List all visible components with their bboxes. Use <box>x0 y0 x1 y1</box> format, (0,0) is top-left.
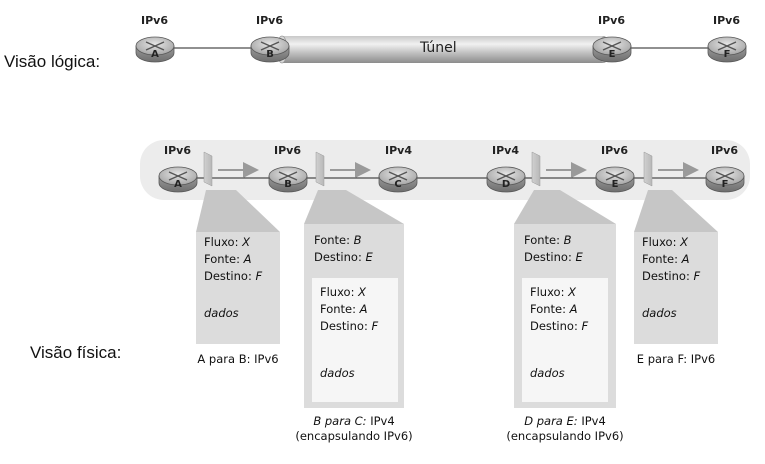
encapsulated-ipv6-datagram: Fluxo: X Fonte: A Destino: F dados <box>312 278 398 402</box>
caption-encapsulation: (encapsulando IPv6) <box>506 429 624 443</box>
router-protocol-label: IPv6 <box>711 144 738 157</box>
destination-key: Destino: <box>320 319 368 333</box>
source-key: Fonte: <box>642 252 678 266</box>
packet-marker-1 <box>203 151 259 187</box>
router-letter: F <box>724 49 731 60</box>
router-protocol-label: IPv6 <box>598 14 625 27</box>
source-value: A <box>359 302 368 316</box>
packet-box-d-to-e: Fonte: B Destino: E Fluxo: X Fonte: A De… <box>514 224 616 408</box>
router-protocol-label: IPv6 <box>713 14 740 27</box>
router-icon: D <box>486 166 526 193</box>
source-value: A <box>243 252 252 266</box>
flow-key: Fluxo: <box>320 285 355 299</box>
tunnel-label: Túnel <box>420 40 457 56</box>
encapsulated-ipv6-datagram: Fluxo: X Fonte: A Destino: F dados <box>522 278 608 402</box>
packet-box-b-to-c: Fonte: B Destino: E Fluxo: X Fonte: A De… <box>304 224 404 408</box>
caption-hop: B para C: <box>313 414 367 428</box>
source-value: A <box>681 252 690 266</box>
router-protocol-label: IPv6 <box>256 14 283 27</box>
packet-wedge-e-f <box>634 190 718 232</box>
router-protocol-label: IPv6 <box>274 144 301 157</box>
destination-value: F <box>255 269 263 283</box>
payload-label: dados <box>204 306 239 320</box>
packet-caption-e-to-f: E para F: IPv6 <box>636 352 716 366</box>
source-key: Fonte: <box>530 302 566 316</box>
source-value: A <box>569 302 578 316</box>
packet-caption-d-to-e: D para E: IPv4 (encapsulando IPv6) <box>485 414 645 444</box>
logical-view-label: Visão lógica: <box>4 52 101 71</box>
flow-value: X <box>568 285 577 299</box>
router-letter: D <box>502 179 510 190</box>
router-letter: B <box>266 49 274 60</box>
router-letter: A <box>151 49 159 60</box>
outer-destination-value: E <box>365 250 373 264</box>
flow-key: Fluxo: <box>642 235 677 249</box>
packet-wedge-d-e <box>514 190 616 224</box>
destination-value: F <box>581 319 589 333</box>
physical-view-label: Visão física: <box>30 343 122 362</box>
caption-protocol: IPv4 <box>370 414 395 428</box>
packet-marker-3 <box>531 151 587 187</box>
router-icon: E <box>592 36 632 63</box>
source-key: Fonte: <box>204 252 240 266</box>
outer-destination-value: E <box>575 250 583 264</box>
router-icon: E <box>595 166 635 193</box>
outer-source-value: B <box>563 233 572 247</box>
packet-wedge-a-b <box>196 190 280 232</box>
payload-label: dados <box>642 306 677 320</box>
packet-caption-b-to-c: B para C: IPv4 (encapsulando IPv6) <box>274 414 434 444</box>
packet-box-a-to-b: Fluxo: X Fonte: A Destino: F dados <box>196 232 280 344</box>
destination-key: Destino: <box>204 269 252 283</box>
router-icon: B <box>268 166 308 193</box>
router-protocol-label: IPv6 <box>601 144 628 157</box>
router-icon: F <box>705 166 745 193</box>
router-icon: B <box>250 36 290 63</box>
flow-value: X <box>242 235 251 249</box>
outer-source-value: B <box>353 233 362 247</box>
router-letter: E <box>612 179 619 190</box>
packet-box-e-to-f: Fluxo: X Fonte: A Destino: F dados <box>634 232 718 344</box>
caption-hop: D para E: <box>524 414 578 428</box>
flow-value: X <box>680 235 689 249</box>
router-icon: A <box>158 166 198 193</box>
router-icon: C <box>378 166 418 193</box>
outer-destination-key: Destino: <box>314 250 362 264</box>
router-letter: F <box>722 179 729 190</box>
router-letter: B <box>284 179 292 190</box>
destination-value: F <box>371 319 379 333</box>
router-letter: A <box>174 179 182 190</box>
destination-value: F <box>693 269 701 283</box>
outer-source-key: Fonte: <box>314 233 350 247</box>
destination-key: Destino: <box>530 319 578 333</box>
caption-encapsulation: (encapsulando IPv6) <box>295 429 413 443</box>
outer-destination-key: Destino: <box>524 250 572 264</box>
router-icon: A <box>135 36 175 63</box>
flow-key: Fluxo: <box>530 285 565 299</box>
router-letter: C <box>394 179 401 190</box>
router-icon: F <box>707 36 747 63</box>
router-letter: E <box>609 49 616 60</box>
destination-key: Destino: <box>642 269 690 283</box>
router-protocol-label: IPv4 <box>385 144 412 157</box>
packet-marker-2 <box>315 151 371 187</box>
caption-protocol: IPv4 <box>581 414 606 428</box>
packet-wedge-b-c <box>304 190 404 224</box>
router-protocol-label: IPv4 <box>492 144 519 157</box>
router-protocol-label: IPv6 <box>141 14 168 27</box>
packet-caption-a-to-b: A para B: IPv6 <box>197 352 279 366</box>
packet-marker-4 <box>643 151 699 187</box>
outer-source-key: Fonte: <box>524 233 560 247</box>
payload-label: dados <box>320 366 355 380</box>
payload-label: dados <box>530 366 565 380</box>
flow-value: X <box>358 285 367 299</box>
source-key: Fonte: <box>320 302 356 316</box>
flow-key: Fluxo: <box>204 235 239 249</box>
router-protocol-label: IPv6 <box>164 144 191 157</box>
